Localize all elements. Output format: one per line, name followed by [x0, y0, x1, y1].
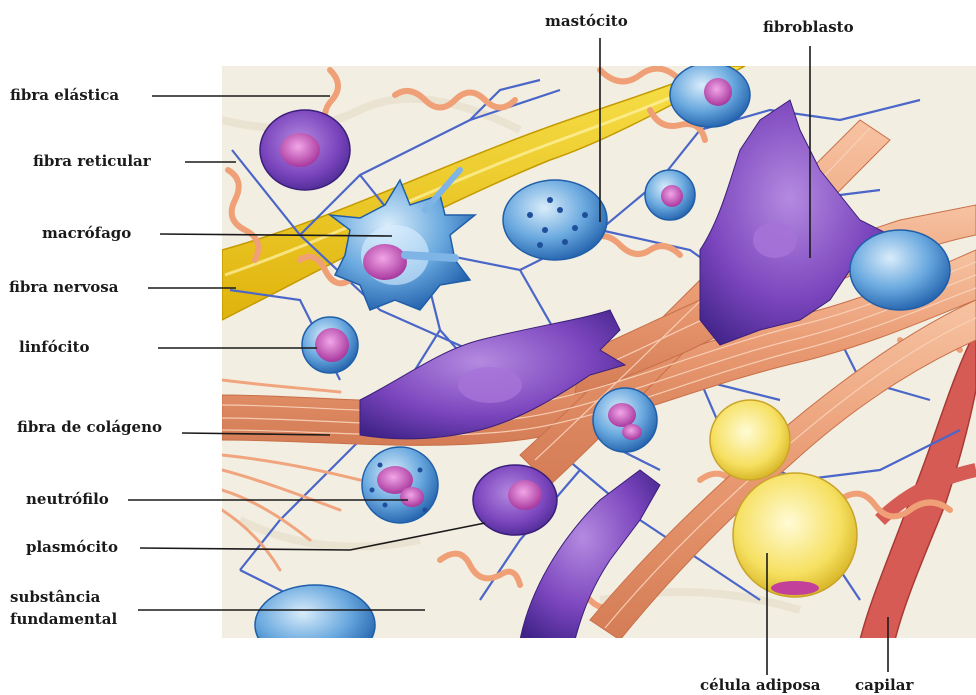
label-fibroblasto: fibroblasto — [763, 18, 854, 36]
plasma-cell — [473, 465, 557, 535]
label-substancia-line1: substância — [10, 588, 100, 606]
label-mastocito: mastócito — [545, 12, 628, 30]
mast-cell — [503, 180, 607, 260]
blue-cell-right — [850, 230, 950, 310]
purple-cell-upper — [260, 110, 350, 190]
label-linfocito: linfócito — [19, 338, 90, 356]
blue-cell-bottom — [255, 585, 375, 665]
neutrophil-cell-2 — [593, 388, 657, 452]
label-plasmocito: plasmócito — [26, 538, 118, 556]
label-substancia-line2: fundamental — [10, 610, 117, 628]
lymphocyte-cell — [302, 317, 358, 373]
blue-cell-top — [670, 63, 750, 127]
label-neutrofilo: neutrófilo — [26, 490, 109, 508]
label-fibra-reticular: fibra reticular — [33, 152, 151, 170]
label-fibra-nervosa: fibra nervosa — [9, 278, 118, 296]
label-macrofago: macrófago — [42, 224, 131, 242]
neutrophil-cell — [362, 447, 438, 523]
label-celula-adiposa: célula adiposa — [700, 676, 820, 694]
label-fibra-elastica: fibra elástica — [10, 86, 119, 104]
label-capilar: capilar — [855, 676, 913, 694]
small-blue-cell — [645, 170, 695, 220]
label-fibra-colageno: fibra de colágeno — [17, 418, 162, 436]
